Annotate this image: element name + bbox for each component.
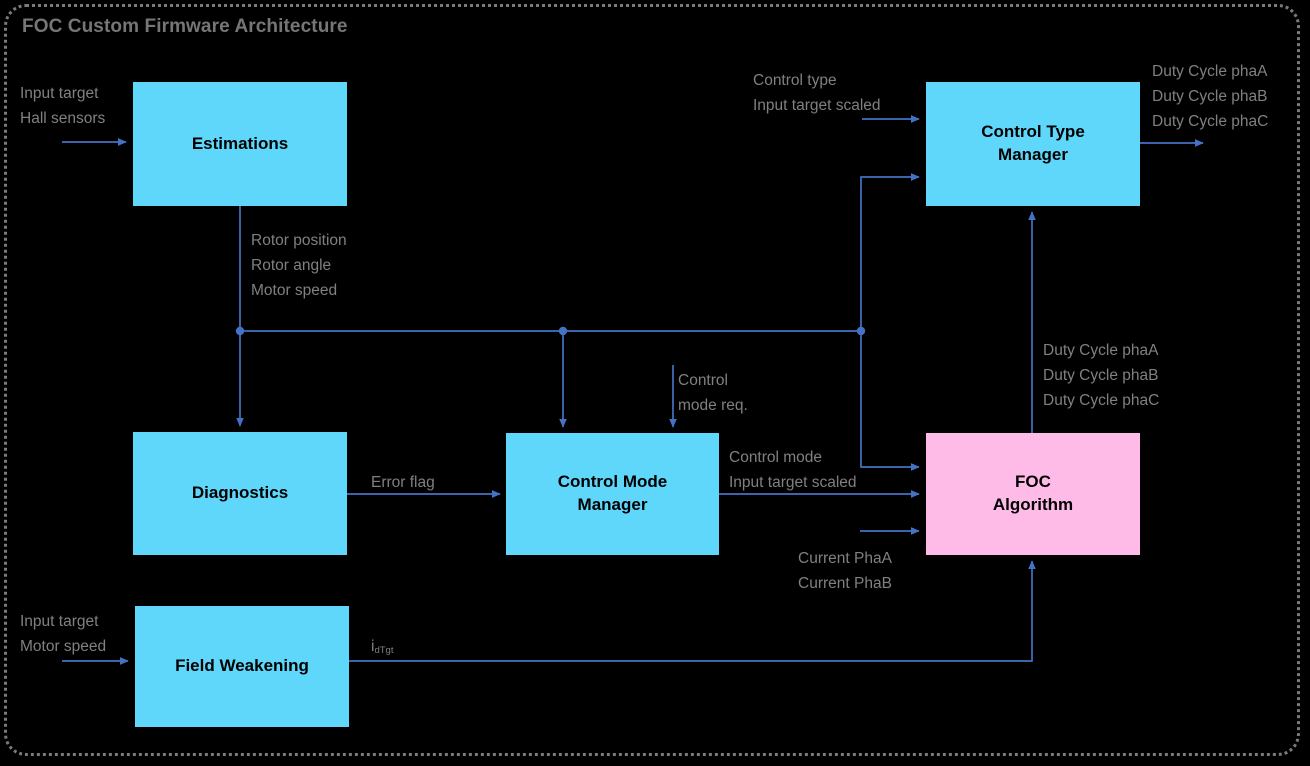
block-diagnostics[interactable]: Diagnostics — [133, 432, 347, 555]
page-title: FOC Custom Firmware Architecture — [22, 16, 348, 37]
junction-right-bus — [856, 326, 866, 336]
wire-bus-to-control-type — [860, 173, 920, 331]
wire-field-weakening-to-foc — [349, 560, 1036, 662]
block-field-weakening[interactable]: Field Weakening — [135, 606, 349, 727]
wire-bus-to-foc — [860, 331, 920, 471]
block-label-diagnostics: Diagnostics — [191, 483, 289, 503]
junction-estimations-bus — [235, 326, 245, 336]
junction-control-mode-bus — [558, 326, 568, 336]
block-estimations[interactable]: Estimations — [133, 82, 347, 206]
block-label-estimations: Estimations — [191, 133, 289, 153]
block-label-field-weakening: Field Weakening — [175, 656, 309, 676]
signal-label-field-weakening-output: idTgt — [371, 638, 394, 656]
signal-label-error-flag: Error flag — [371, 474, 435, 491]
